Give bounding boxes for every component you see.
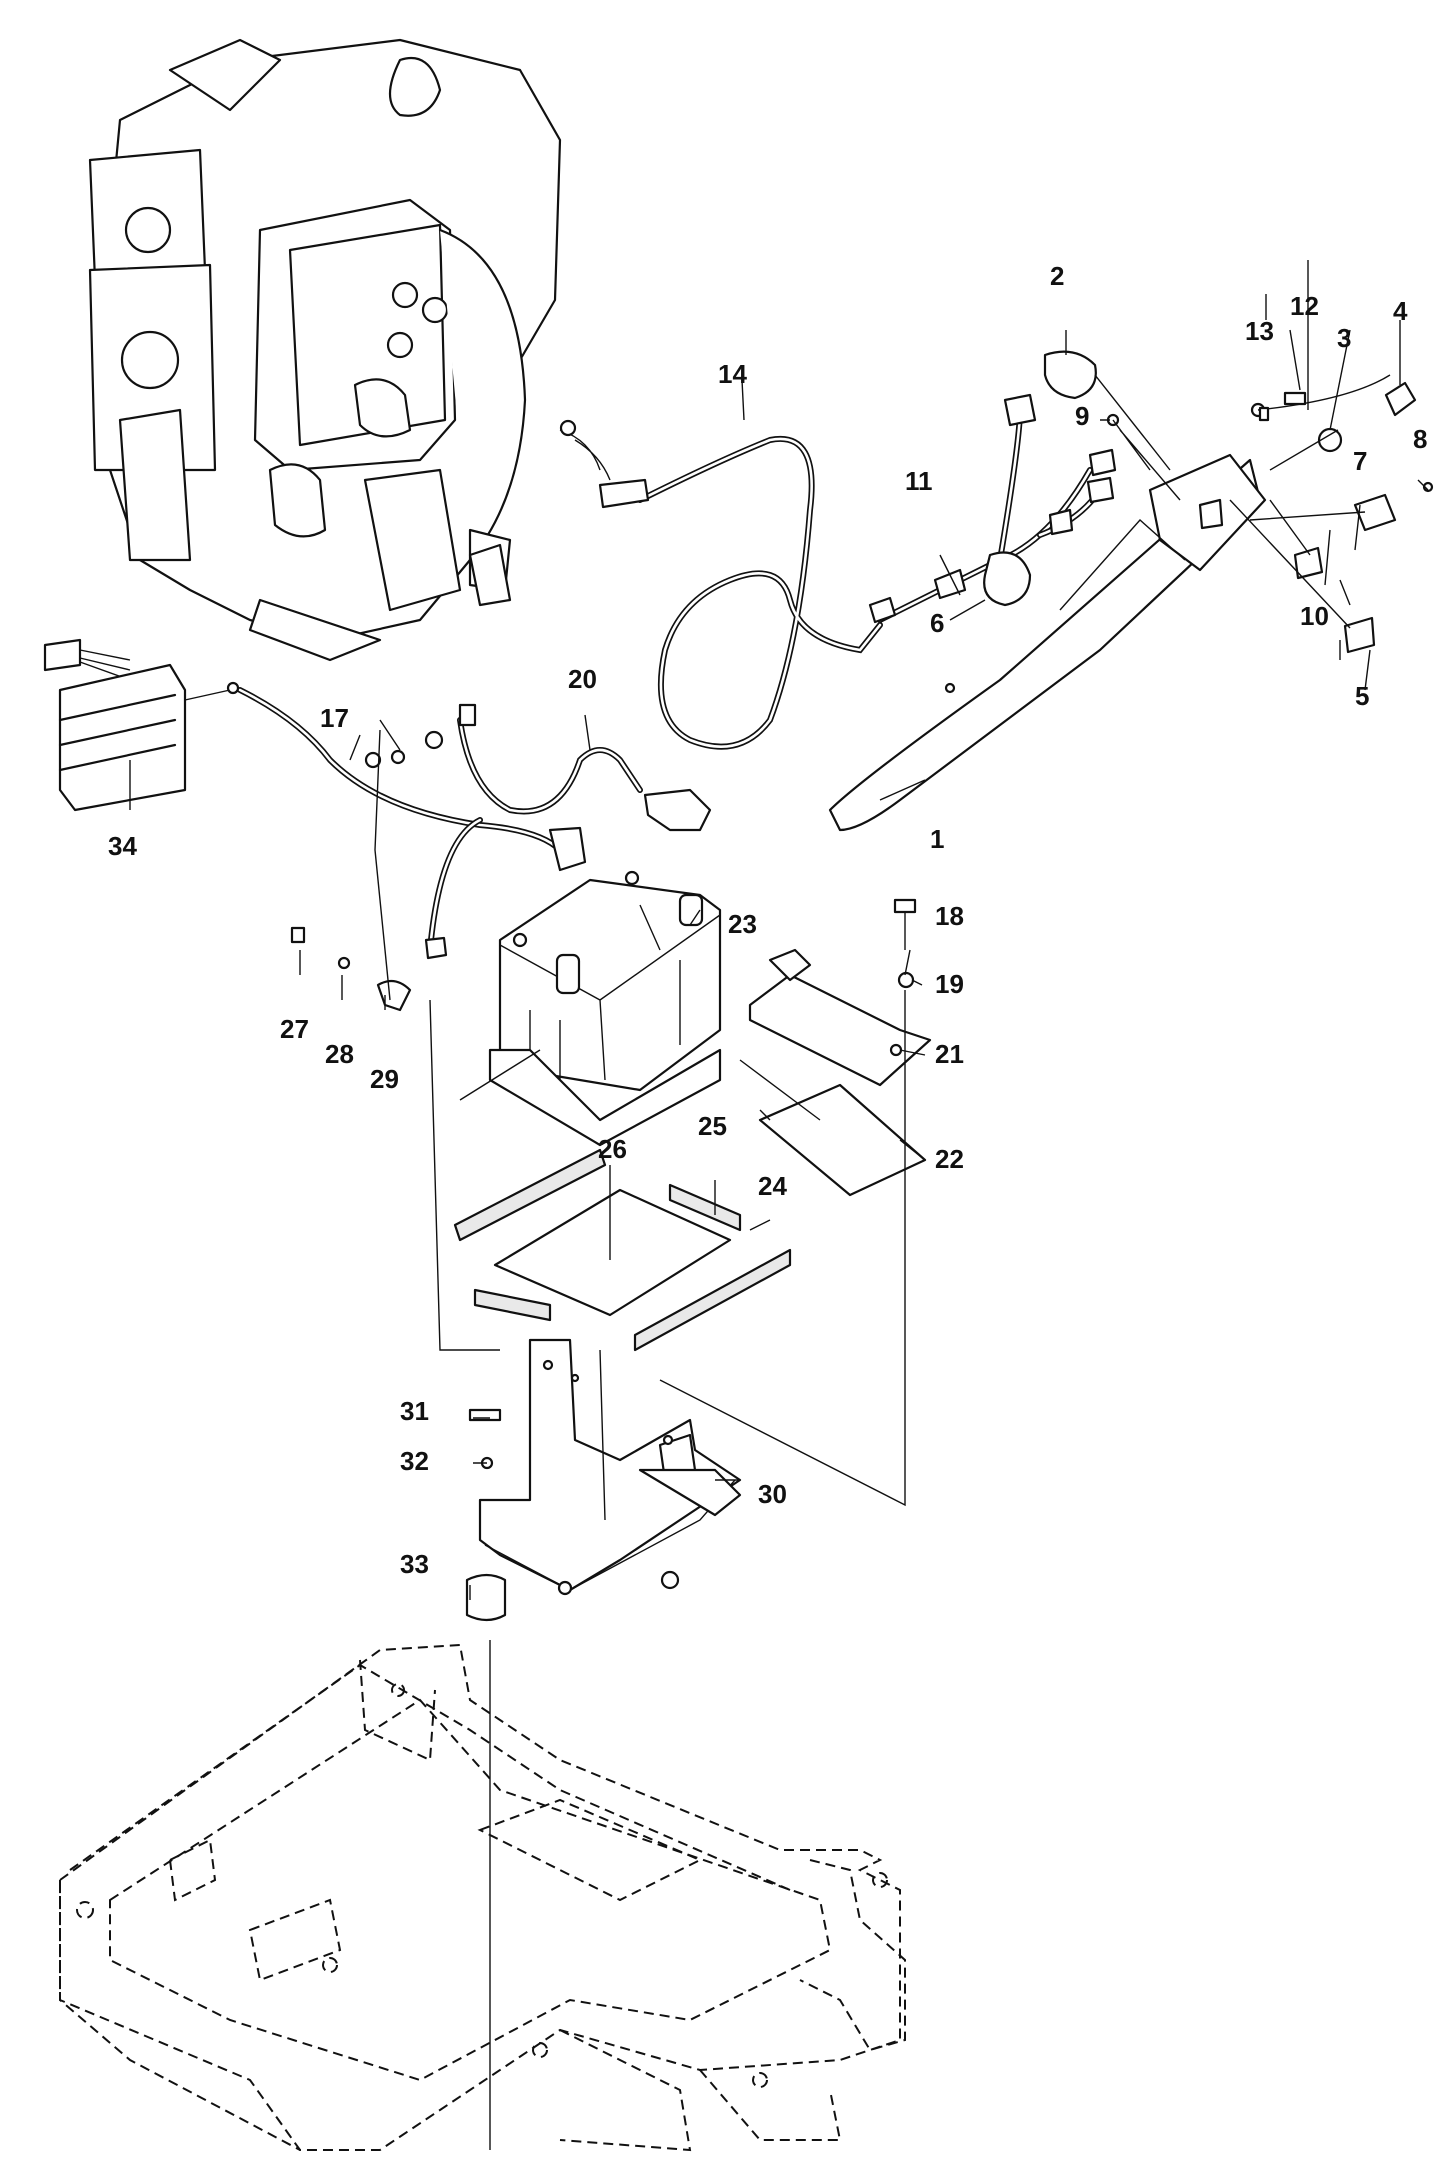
callout-18: 18 — [935, 901, 964, 931]
engine-illustration — [88, 38, 562, 662]
callout-1: 1 — [930, 824, 944, 854]
callout-27: 27 — [280, 1014, 309, 1044]
callout-3: 3 — [1337, 323, 1351, 353]
callout-22: 22 — [935, 1144, 964, 1174]
callout-29: 29 — [370, 1064, 399, 1094]
callout-17: 17 — [320, 703, 349, 733]
callout-8: 8 — [1413, 424, 1427, 454]
callout-32: 32 — [400, 1446, 429, 1476]
callout-labels: 1 2 3 4 5 6 7 8 9 10 11 12 13 14 17 18 1… — [108, 261, 1427, 1579]
callout-6: 6 — [930, 608, 944, 638]
callout-14: 14 — [718, 359, 747, 389]
callout-20: 20 — [568, 664, 597, 694]
callout-26: 26 — [598, 1134, 627, 1164]
battery-tray-illustration — [478, 1338, 742, 1596]
battery-illustration — [488, 870, 722, 1147]
callout-11: 11 — [905, 466, 933, 496]
callout-9: 9 — [1075, 401, 1089, 431]
wiring-harness-illustration — [468, 419, 883, 750]
control-panel-illustration — [828, 350, 1434, 832]
callout-25: 25 — [698, 1111, 727, 1141]
callout-12: 12 — [1290, 291, 1319, 321]
callout-4: 4 — [1393, 296, 1408, 326]
fasteners-illustration — [290, 898, 917, 1622]
voltage-regulator-illustration — [43, 638, 231, 812]
callout-31: 31 — [400, 1396, 429, 1426]
callout-30: 30 — [758, 1479, 787, 1509]
callout-33: 33 — [400, 1549, 429, 1579]
chassis-frame-illustration — [59, 1643, 906, 2152]
leader-lines — [129, 260, 1429, 2150]
battery-clamp-illustration — [453, 948, 932, 1352]
callout-21: 21 — [935, 1039, 964, 1069]
callout-23: 23 — [728, 909, 757, 939]
callout-34: 34 — [108, 831, 137, 861]
callout-19: 19 — [935, 969, 964, 999]
callout-24: 24 — [758, 1171, 787, 1201]
callout-7: 7 — [1353, 446, 1367, 476]
callout-13: 13 — [1245, 316, 1274, 346]
callout-28: 28 — [325, 1039, 354, 1069]
callout-5: 5 — [1355, 681, 1369, 711]
battery-cables-illustration — [226, 681, 712, 960]
callout-2: 2 — [1050, 261, 1064, 291]
callout-10: 10 — [1300, 601, 1329, 631]
